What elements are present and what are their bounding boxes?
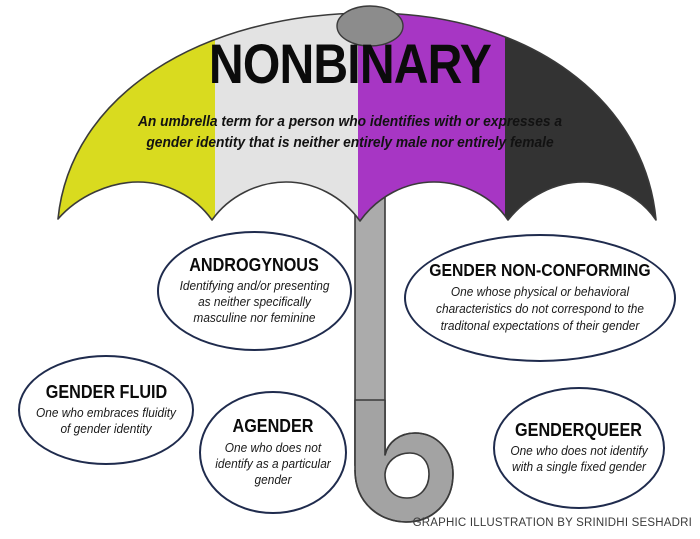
definition-bubble-androgynous[interactable]: ANDROGYNOUS Identifying and/or presentin… xyxy=(157,231,352,351)
bubble-definition: One who does not identify as a particula… xyxy=(215,440,331,487)
umbrella-handle-inner xyxy=(384,452,430,499)
bubble-definition: One who does not identify with a single … xyxy=(510,444,648,475)
bubble-term: ANDROGYNOUS xyxy=(189,254,320,275)
bubble-definition: One whose physical or behavioral charact… xyxy=(436,284,644,333)
definition-bubble-agender[interactable]: AGENDER One who does not identify as a p… xyxy=(199,391,347,514)
bubble-term: GENDERQUEER xyxy=(515,419,643,440)
definition-bubble-gender-non-conforming[interactable]: GENDER NON-CONFORMING One whose physical… xyxy=(404,234,676,362)
bubble-definition: Identifying and/or presenting as neither… xyxy=(179,279,330,326)
bubble-term: GENDER NON-CONFORMING xyxy=(429,260,651,281)
canopy-panel-yellow xyxy=(58,13,218,221)
umbrella-finial xyxy=(336,5,404,47)
credit-line: GRAPHIC ILLUSTRATION BY SRINIDHI SESHADR… xyxy=(412,517,692,529)
bubble-term: AGENDER xyxy=(232,416,314,437)
definition-bubble-genderqueer[interactable]: GENDERQUEER One who does not identify wi… xyxy=(493,387,665,509)
canopy-panel-white xyxy=(215,13,361,221)
definition-bubble-gender-fluid[interactable]: GENDER FLUID One who embraces fluidity o… xyxy=(18,355,194,465)
bubble-term: GENDER FLUID xyxy=(45,381,167,402)
bubble-definition: One who embraces fluidity of gender iden… xyxy=(36,406,176,437)
umbrella-handle-outline xyxy=(354,432,454,523)
